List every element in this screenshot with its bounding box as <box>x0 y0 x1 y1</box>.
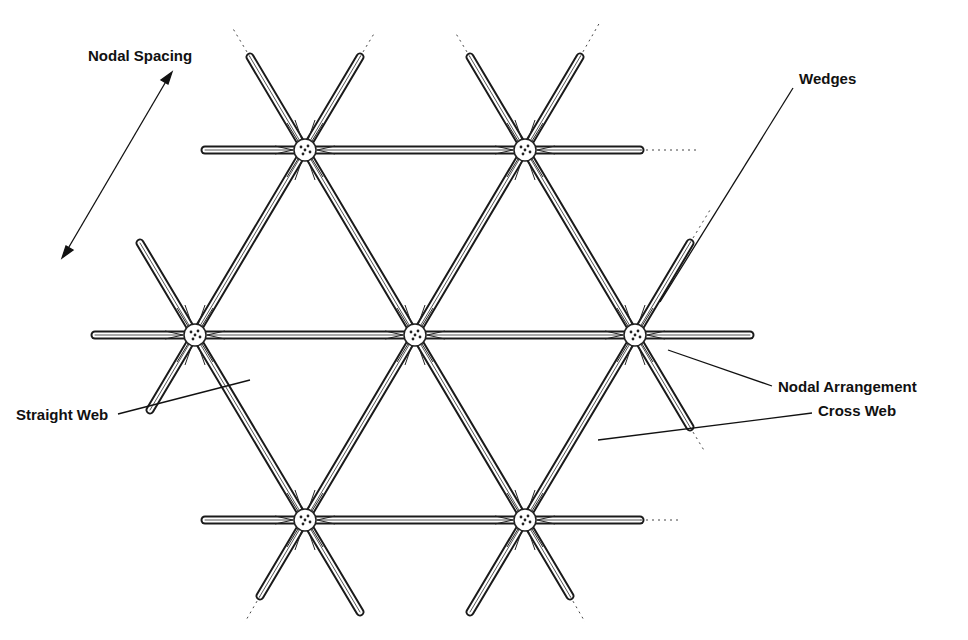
part-label: Cross Web <box>816 402 898 420</box>
part-label: Nodal Spacing <box>86 47 194 65</box>
part-label: Wedges <box>797 70 858 88</box>
leader-lines <box>62 72 812 440</box>
web-extension <box>232 22 710 622</box>
node-arrangement <box>165 120 665 550</box>
part-label: Nodal Arrangement <box>776 378 919 396</box>
part-label: Straight Web <box>14 406 110 424</box>
web-outline <box>95 57 750 612</box>
